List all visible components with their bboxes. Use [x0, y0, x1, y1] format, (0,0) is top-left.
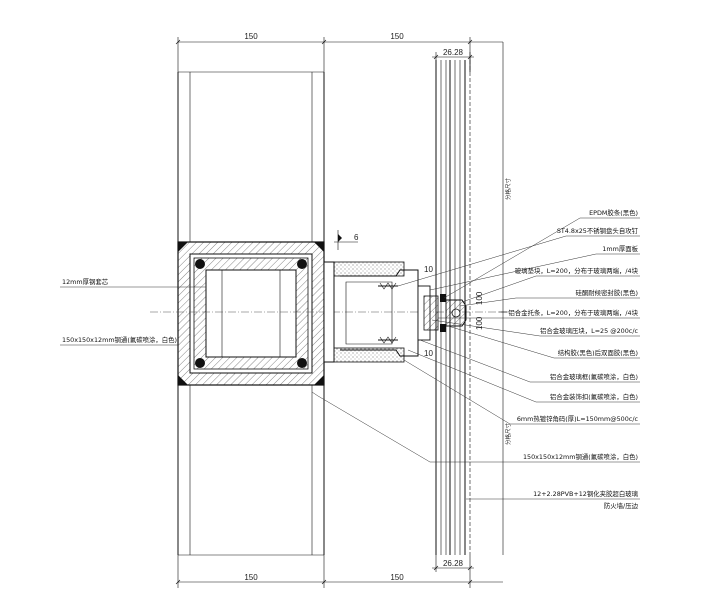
right-label-structural-glue: 结构胶(黑色)后双面胶(黑色) [558, 348, 638, 357]
top-dimension-chain: 150 150 26.28 [175, 32, 503, 72]
left-label-steel-sleeve: 12mm厚钢套芯 [62, 277, 109, 286]
right-label-angle-bracket: 6mm热镀锌角码(厚)L=150mm@500c/c [517, 414, 639, 423]
dim-mid-100b: 100 [475, 316, 484, 330]
left-label-steel-tube: 150x150x12mm钢通(氟碳喷涂，白色) [62, 335, 177, 344]
right-label-cover-cap: 铝合金装饰扣(氟碳喷涂，白色) [550, 392, 638, 401]
steel-tube-section [177, 241, 325, 386]
mid-dimension-6: 6 [334, 230, 359, 250]
right-label-screw: ST4.8x25不锈钢盘头自攻钉 [557, 226, 639, 235]
dim-mid-100a: 100 [475, 291, 484, 305]
right-label-pressure-plate: 铝合金玻璃压块，L=25 @200c/c [540, 326, 638, 335]
dim-mid-10b: 10 [424, 349, 433, 358]
grid-size-label-upper: 分格尺寸 [504, 177, 512, 200]
left-callouts: 12mm厚钢套芯 150x150x12mm钢通(氟碳喷涂，白色) [60, 277, 206, 346]
dim-bottom-right: 150 [390, 573, 404, 582]
aluminum-mullion-bracket [323, 261, 467, 363]
vertical-grid-dimension: 分格尺寸 分格尺寸 [499, 42, 512, 555]
right-label-glass: 12+2.28PVB+12钢化夹胶超白玻璃 [533, 489, 639, 498]
right-label-steel-tube: 150x150x12mm钢通(氟碳喷涂，白色) [523, 452, 638, 461]
right-label-fire-edge: 防火墙/压边 [604, 501, 639, 510]
dim-bottom-glass: 26.28 [443, 559, 464, 568]
dim-mid-10a: 10 [424, 265, 433, 274]
right-label-glass-frame: 铝合金玻璃框(氟碳喷涂，白色) [550, 372, 638, 381]
dim-top-glass: 26.28 [443, 48, 464, 57]
right-label-epdm: EPDM胶条(黑色) [589, 208, 638, 217]
screw-icon [378, 282, 398, 344]
bottom-dimension-chain: 150 150 26.28 [175, 555, 503, 588]
right-label-support-bar: 铝合金托条，L=200，分布于玻璃两端，/4块 [508, 308, 638, 317]
right-label-setting-block: 玻璃垫块，L=200，分布于玻璃两端，/4块 [515, 266, 639, 275]
dim-mid-6: 6 [354, 233, 359, 242]
grid-size-label-lower: 分格尺寸 [504, 422, 512, 445]
dim-bottom-left: 150 [244, 573, 258, 582]
right-label-panel: 1mm厚面板 [602, 244, 638, 253]
dim-top-left: 150 [244, 32, 258, 41]
dim-top-right: 150 [390, 32, 404, 41]
right-callouts: EPDM胶条(黑色) ST4.8x25不锈钢盘头自攻钉 1mm厚面板 玻璃垫块，… [317, 208, 640, 510]
right-label-sealant: 硅酮耐候密封胶(黑色) [575, 288, 638, 297]
laminated-glass-panel [435, 60, 471, 555]
